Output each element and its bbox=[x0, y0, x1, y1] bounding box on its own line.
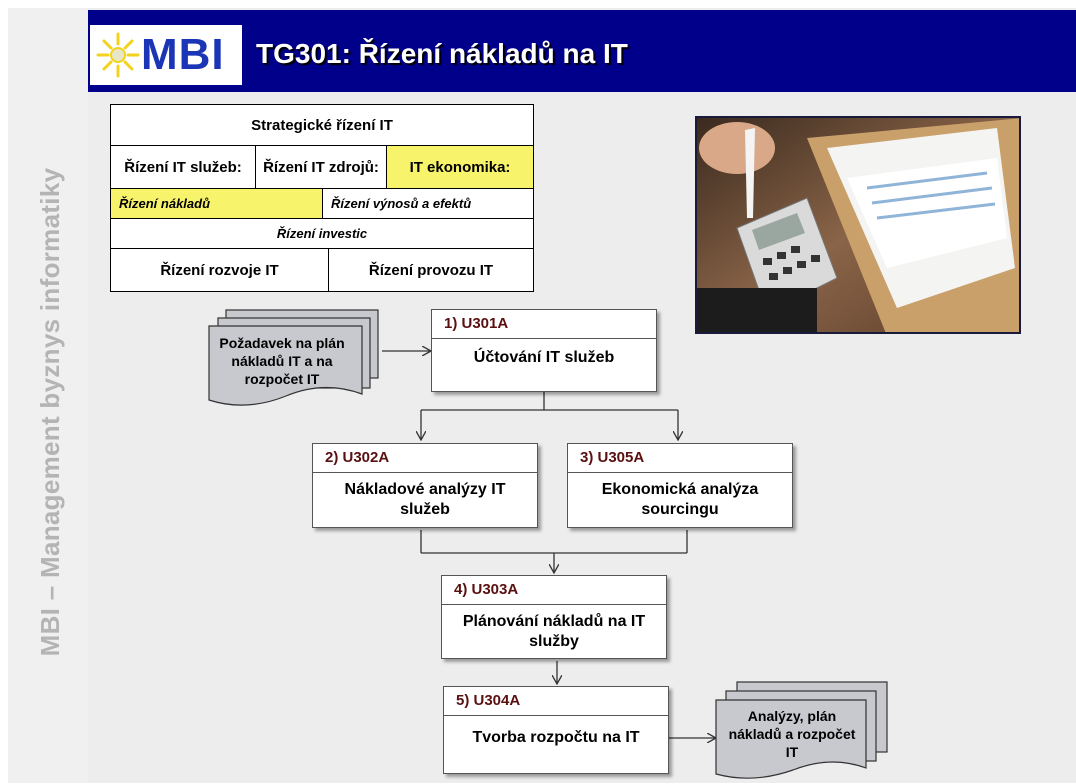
step-u303a: 4) U303A Plánování nákladů na IT služby bbox=[441, 575, 667, 659]
table-cell-strategic: Strategické řízení IT bbox=[110, 104, 534, 146]
calculator-photo bbox=[695, 116, 1021, 334]
header-bar bbox=[88, 10, 1076, 92]
table-cell-economics: IT ekonomika: bbox=[386, 145, 534, 189]
input-document-icon bbox=[208, 309, 379, 406]
table-cell-operations: Řízení provozu IT bbox=[328, 248, 534, 292]
step-label: Tvorba rozpočtu na IT bbox=[472, 729, 640, 746]
step-u302a: 2) U302A Nákladové analýzy IT služeb bbox=[312, 443, 538, 528]
output-document-label: Analýzy, plán nákladů a rozpočet IT bbox=[728, 708, 856, 760]
step-label: Ekonomická analýza sourcingu bbox=[601, 481, 759, 518]
sun-icon bbox=[96, 32, 140, 78]
step-label: Účtování IT služeb bbox=[473, 349, 615, 366]
table-cell-revenues: Řízení výnosů a efektů bbox=[322, 188, 534, 219]
step-id: 3) U305A bbox=[568, 444, 792, 473]
step-id: 5) U304A bbox=[444, 687, 668, 716]
step-id: 1) U301A bbox=[432, 310, 656, 339]
input-document-label: Požadavek na plán nákladů IT a na rozpoč… bbox=[219, 335, 345, 387]
step-u305a: 3) U305A Ekonomická analýza sourcingu bbox=[567, 443, 793, 528]
step-id: 4) U303A bbox=[442, 576, 666, 605]
step-u304a: 5) U304A Tvorba rozpočtu na IT bbox=[443, 686, 669, 774]
step-label: Nákladové analýzy IT služeb bbox=[344, 481, 506, 518]
table-cell-costs: Řízení nákladů bbox=[110, 188, 323, 219]
step-label: Plánování nákladů na IT služby bbox=[462, 612, 646, 650]
step-id: 2) U302A bbox=[313, 444, 537, 473]
output-document-icon bbox=[715, 681, 888, 779]
page-title: TG301: Řízení nákladů na IT bbox=[256, 38, 628, 69]
sidebar bbox=[8, 8, 88, 783]
logo-text: MBI bbox=[141, 30, 225, 79]
step-u301a: 1) U301A Účtování IT služeb bbox=[431, 309, 657, 392]
